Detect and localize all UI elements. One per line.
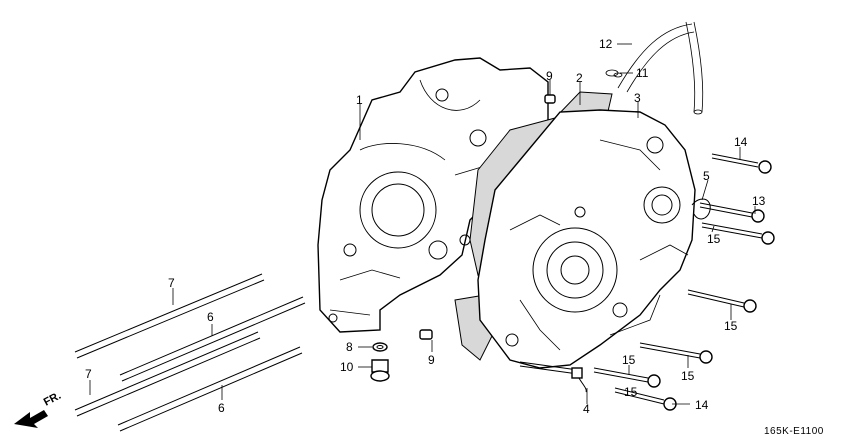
- callout-4: 4: [583, 402, 590, 416]
- breather-tube: [617, 21, 704, 115]
- callout-7-upper: 7: [168, 276, 175, 290]
- spring-clip: [691, 198, 711, 220]
- callout-12: 12: [599, 37, 613, 51]
- callout-15-b: 15: [724, 319, 738, 333]
- drain-bolt: [370, 359, 390, 382]
- sealing-washer: [372, 342, 388, 352]
- callout-11: 11: [636, 66, 649, 80]
- drawing-code: 165K-E1100: [764, 426, 824, 437]
- callout-3: 3: [634, 91, 641, 105]
- dowel-pin-bottom: [419, 329, 433, 340]
- front-direction-arrow: [14, 410, 48, 428]
- callout-15-d: 15: [681, 369, 695, 383]
- callout-9-top: 9: [546, 69, 553, 83]
- callout-14-bottom: 14: [695, 398, 709, 412]
- callout-9-bottom: 9: [428, 353, 435, 367]
- callout-14-top: 14: [734, 135, 748, 149]
- tube-clip: [605, 69, 623, 78]
- callout-2: 2: [576, 71, 583, 85]
- flange-bolts: [519, 153, 775, 411]
- callout-15-c: 15: [622, 353, 636, 367]
- callout-7-lower: 7: [85, 367, 92, 381]
- callout-10: 10: [340, 360, 354, 374]
- callout-8: 8: [346, 340, 353, 354]
- leader-lines: [89, 43, 756, 405]
- front-label: FR.: [42, 390, 63, 409]
- dowel-pin-top: [544, 94, 556, 104]
- callout-labels: 1 2 3 4 5 6 6 7 7 8 9 9 10 11 12 13 14 1…: [42, 37, 824, 437]
- pipe-clamp: [571, 367, 587, 393]
- stud-bolts: [74, 273, 306, 432]
- callout-13: 13: [752, 194, 766, 208]
- callout-15-a: 15: [707, 232, 721, 246]
- callout-6-lower: 6: [218, 401, 225, 415]
- callout-1: 1: [356, 93, 363, 107]
- callout-15-e: 15: [624, 385, 638, 399]
- right-crankcase: [477, 109, 696, 369]
- callout-6-upper: 6: [207, 310, 214, 324]
- callout-5: 5: [703, 169, 710, 183]
